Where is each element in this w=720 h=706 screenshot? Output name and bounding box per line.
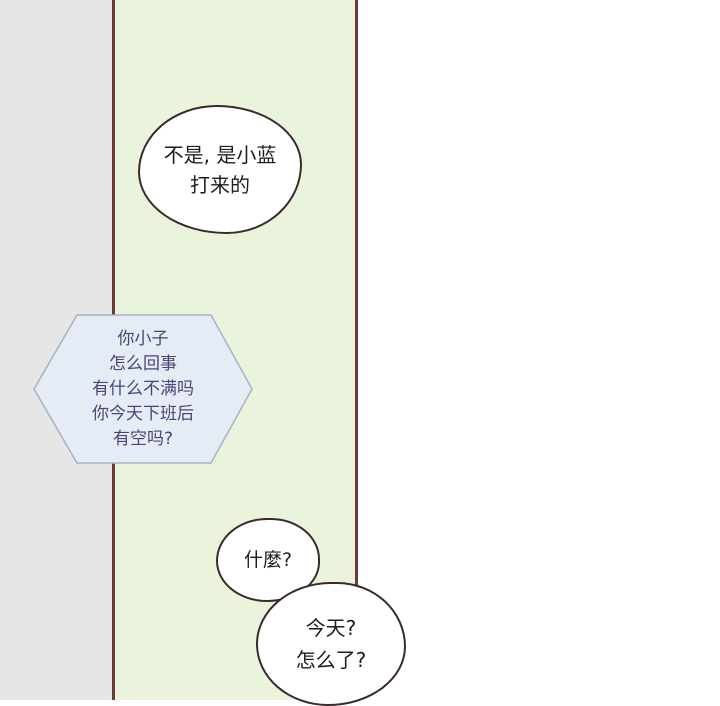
phone-message-text: 你小子 怎么回事 有什么不满吗 你今天下班后 有空吗? bbox=[33, 314, 253, 464]
speech-bubble-2-line-1: 什麼? bbox=[243, 549, 293, 571]
speech-bubble-3-line-1: 今天? bbox=[305, 616, 357, 640]
phone-message-box: 你小子 怎么回事 有什么不满吗 你今天下班后 有空吗? bbox=[33, 314, 253, 464]
speech-bubble-1-line-1: 不是, 是小蓝 bbox=[163, 142, 277, 167]
hexagon-frame bbox=[33, 314, 253, 464]
phone-message-line-2: 怎么回事 bbox=[109, 353, 177, 374]
speech-bubble-1: 不是, 是小蓝 打来的 bbox=[138, 105, 302, 234]
phone-message-line-1: 你小子 bbox=[117, 328, 169, 349]
phone-message-line-5: 有空吗? bbox=[112, 428, 174, 449]
phone-message-line-4: 你今天下班后 bbox=[92, 403, 194, 424]
speech-bubble-1-line-2: 打来的 bbox=[190, 172, 250, 197]
speech-bubble-3-line-2: 怎么了? bbox=[295, 648, 367, 672]
phone-message-line-3: 有什么不满吗 bbox=[92, 378, 194, 399]
speech-bubble-3: 今天? 怎么了? bbox=[256, 582, 406, 706]
